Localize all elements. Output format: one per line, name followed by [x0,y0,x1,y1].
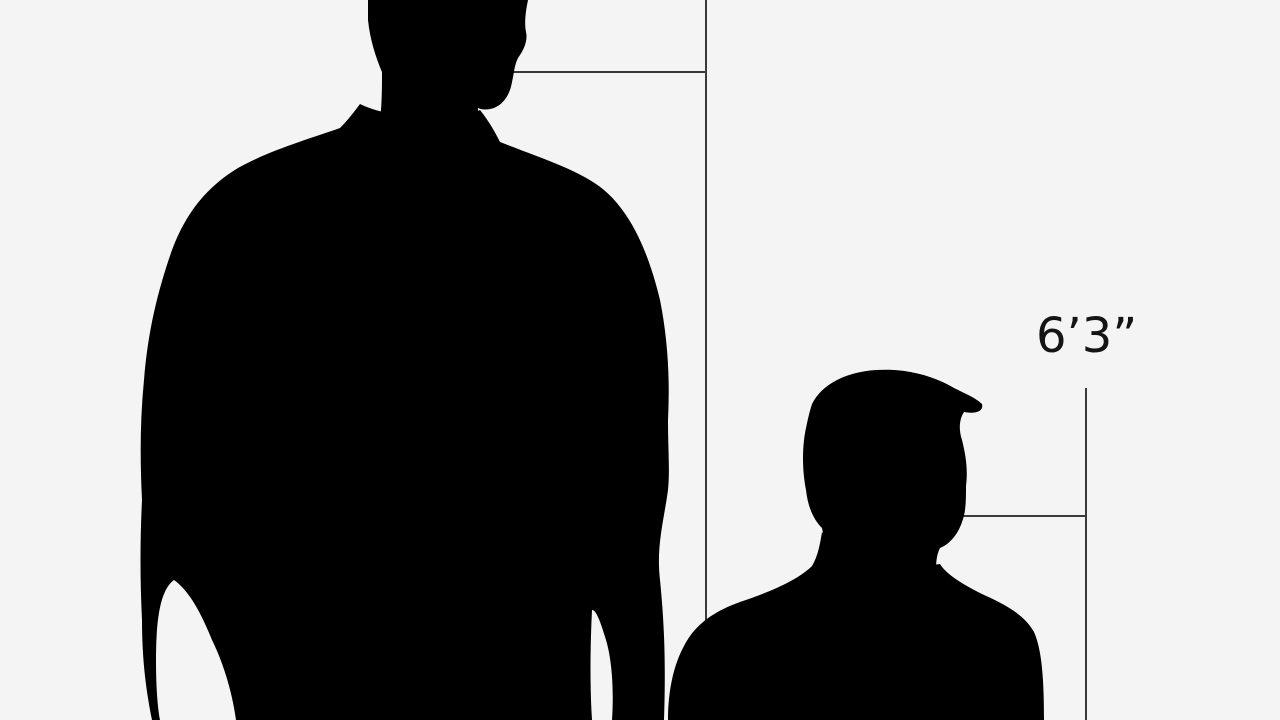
tall-person-silhouette [140,0,669,720]
tall-figure-measure-guide [505,0,707,720]
short-figure-measure-guide [962,388,1087,720]
tall-person-head [368,0,528,120]
short-person-silhouette [668,369,1044,720]
short-figure-height-label: 6’3” [1036,308,1138,364]
tall-person-body [140,104,669,720]
short-person-head [803,369,983,574]
short-person-body [668,532,1044,720]
